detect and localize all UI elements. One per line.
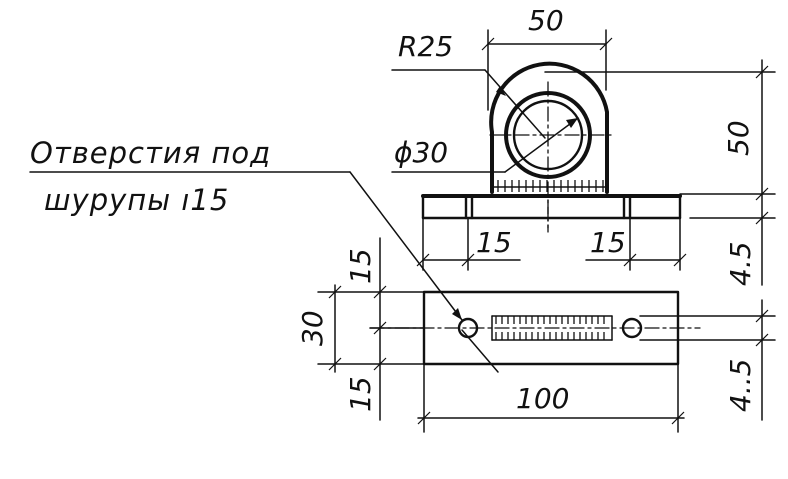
plate-right-label: 15 (590, 226, 626, 259)
plate-thickness-label: 4.5 (724, 241, 757, 286)
plan-left-bottom-label: 15 (344, 376, 377, 412)
note-line-1: Отверстия под (30, 136, 271, 170)
plan-width-dimension (417, 363, 685, 433)
radius-label: R25 (398, 30, 453, 63)
right-height-dimension (544, 59, 776, 286)
note-line-2: шурупы ı15 (44, 183, 229, 217)
plan-width-label: 100 (516, 382, 569, 415)
top-width-dimension (481, 29, 613, 111)
plan-right-dimension (639, 299, 776, 421)
plan-left-mid-label: 30 (296, 310, 329, 346)
plate-hole-dimensions (416, 217, 687, 271)
top-width-label: 50 (528, 4, 564, 37)
lug-hatch (491, 180, 608, 192)
screw-holes-note-leader (29, 171, 499, 373)
plan-left-top-label: 15 (344, 248, 377, 284)
diameter-leader (391, 117, 579, 173)
plan-left-dimensions (317, 237, 425, 421)
plate-left-label: 15 (476, 226, 512, 259)
lug-outline (489, 61, 609, 194)
lug-centerlines (489, 81, 616, 229)
radius-leader (391, 69, 546, 139)
hole-diameter-label: ϕ30 (394, 136, 448, 169)
base-plate-front (421, 194, 682, 233)
plate-thickness-dimension (689, 211, 776, 225)
right-height-label: 50 (722, 120, 755, 156)
plan-right-label: 4..5 (724, 359, 757, 412)
